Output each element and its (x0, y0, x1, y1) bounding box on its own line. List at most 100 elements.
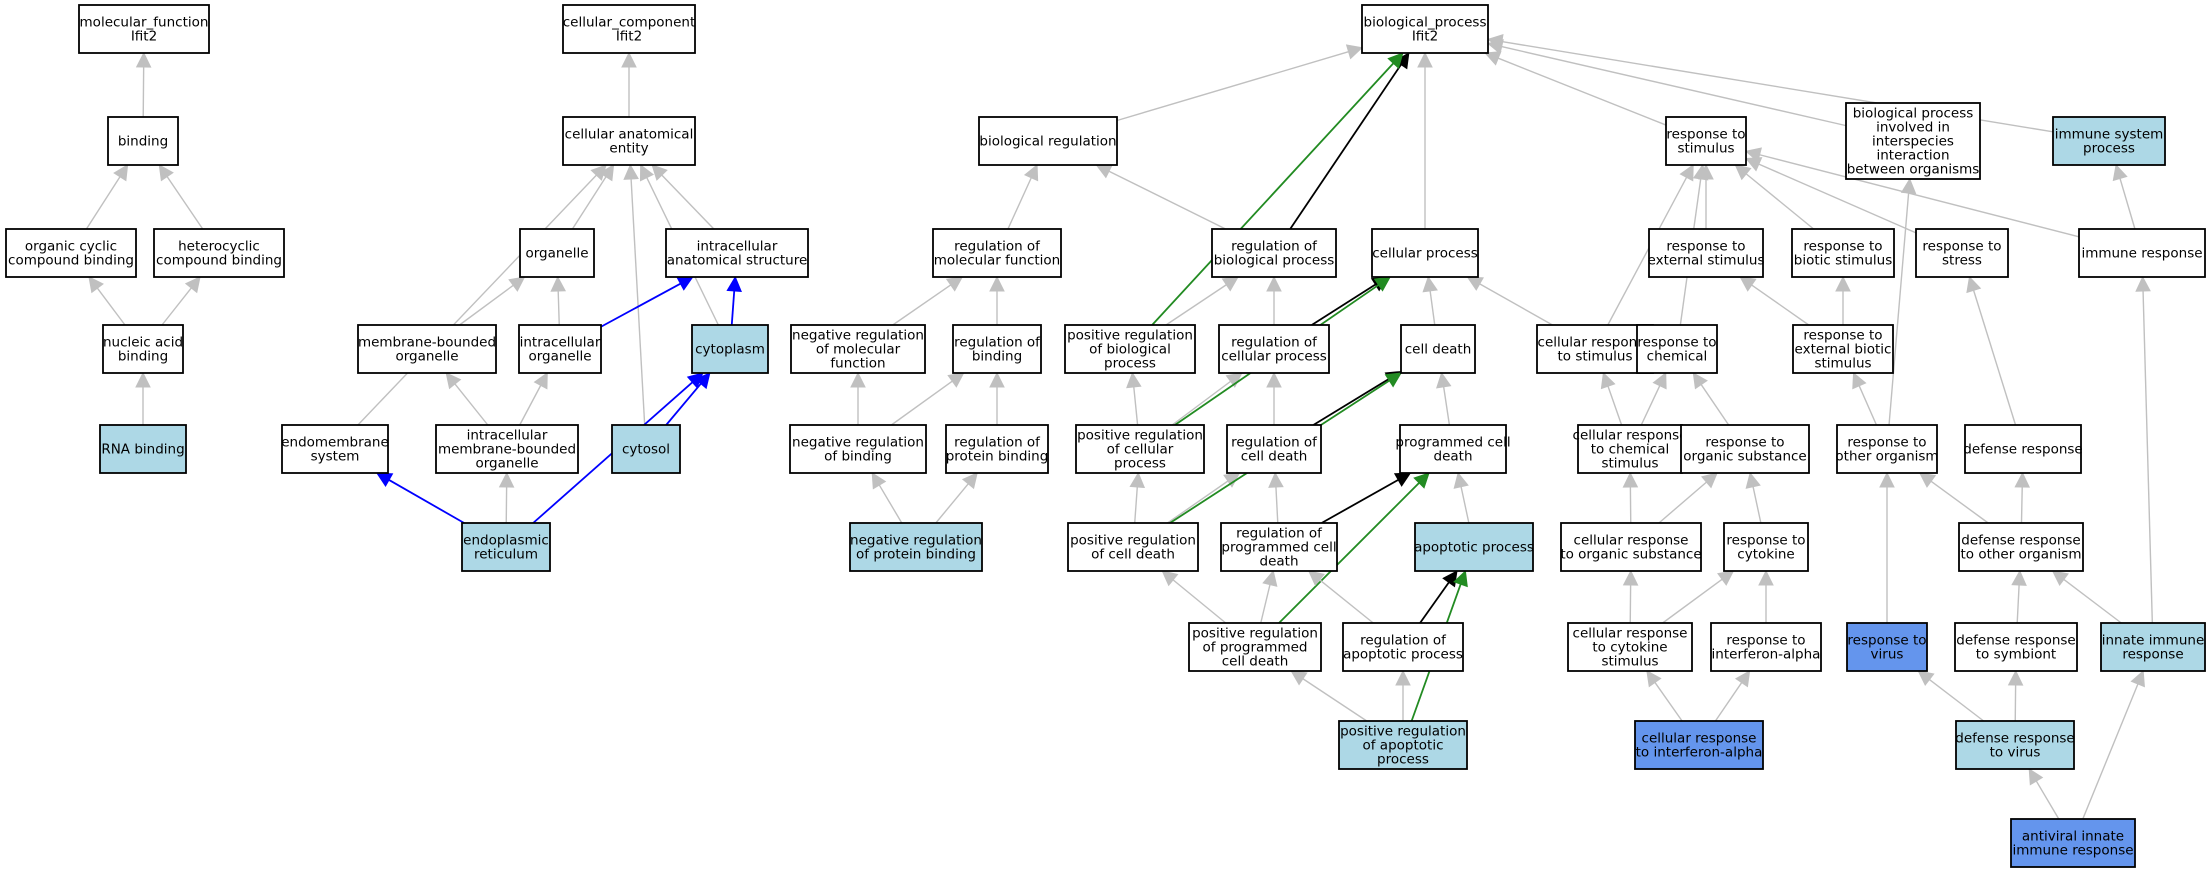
node-label-line: binding (118, 349, 168, 365)
node-label-line: to symbiont (1976, 647, 2056, 663)
node-cell_proc[interactable]: cellular process (1371, 228, 1479, 278)
node-label-line: Ifit2 (131, 29, 157, 45)
edge-arrowhead (184, 276, 201, 294)
node-label-line: to chemical (1591, 442, 1669, 458)
edge-arrowhead (1758, 569, 1774, 586)
edge-organelle-to-cell_anat_entity (571, 164, 615, 230)
node-immune_resp[interactable]: immune response (2078, 228, 2206, 278)
edge-nucleic_acid_binding-to-org_cyclic (88, 276, 126, 326)
node-label-line: antiviral innate (2022, 829, 2124, 845)
node-rna_binding[interactable]: RNA binding (99, 424, 187, 474)
node-organelle[interactable]: organelle (519, 228, 595, 278)
node-cell_death[interactable]: cell death (1400, 324, 1476, 374)
node-label-line: system (311, 449, 360, 465)
node-box (1338, 720, 1468, 770)
edge-arrowhead (88, 276, 104, 294)
node-label-line: response to (1666, 239, 1745, 255)
node-bio_reg[interactable]: biological regulation (978, 116, 1118, 166)
node-apoptotic_proc[interactable]: apoptotic process (1414, 522, 1534, 572)
node-binding[interactable]: binding (107, 116, 179, 166)
node-box (357, 324, 497, 374)
node-cytosol[interactable]: cytosol (611, 424, 681, 474)
edge-pos_reg_cell_proc-to-pos_reg_bio_proc (1126, 371, 1142, 426)
edge-line (1275, 486, 1279, 524)
node-box (107, 116, 179, 166)
node-box (153, 228, 285, 278)
node-label-line: cellular response (1573, 626, 1688, 642)
edge-line (878, 484, 903, 524)
node-defense_resp[interactable]: defense response (1963, 424, 2083, 474)
node-box (1836, 424, 1938, 474)
edge-arrowhead (947, 372, 965, 388)
edge-line (1312, 378, 1390, 426)
node-label-line: process (1114, 456, 1166, 472)
node-box (978, 116, 1118, 166)
edge-line (459, 284, 514, 326)
edge-arrowhead (1879, 471, 1895, 488)
node-cytoplasm[interactable]: cytoplasm (691, 324, 769, 374)
node-box (1371, 228, 1479, 278)
node-label-line: positive regulation (1192, 626, 1318, 642)
edge-line (96, 287, 126, 326)
edge-line (1479, 283, 1553, 326)
edge-arrowhead (1646, 670, 1662, 688)
edge-line (1116, 51, 1349, 122)
edge-line (1172, 579, 1227, 624)
node-box (78, 4, 210, 54)
